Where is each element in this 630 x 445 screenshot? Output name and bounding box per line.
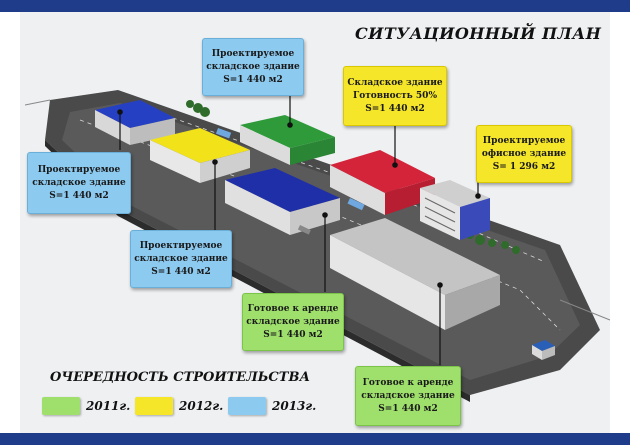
callout-line: Проектируемое [482, 135, 566, 146]
legend-swatch [42, 397, 80, 415]
legend-swatch [135, 397, 173, 415]
legend-title: ОЧЕРЕДНОСТЬ СТРОИТЕЛЬСТВА [50, 370, 311, 385]
callout-line: S=1 440 м2 [223, 74, 283, 85]
callout-line: складское здание [246, 316, 340, 327]
callout-line: S=1 440 м2 [263, 329, 323, 340]
callout-line: S=1 440 м2 [49, 190, 109, 201]
callout-ready-warehouse-center: Готовое к аренде складское здание S=1 44… [242, 293, 344, 351]
callout-line: складское здание [206, 61, 300, 72]
top-band [0, 0, 630, 12]
page-title: СИТУАЦИОННЫЙ ПЛАН [355, 24, 602, 43]
callout-line: Готовность 50% [352, 90, 437, 101]
callout-line: Готовое к аренде [362, 377, 454, 388]
warehouse-blue-center [225, 168, 340, 235]
callout-planned-warehouse-left: Проектируемое складское здание S=1 440 м… [27, 152, 131, 214]
callout-line: складское здание [361, 390, 455, 401]
warehouse-green [240, 115, 335, 165]
callout-line: Проектируемое [211, 48, 295, 59]
callout-line: S=1 440 м2 [378, 403, 438, 414]
callout-line: офисное здание [481, 148, 567, 159]
warehouse-gray [330, 218, 500, 330]
access-road [24, 99, 51, 106]
callout-line: складское здание [32, 177, 126, 188]
office-building [420, 180, 490, 240]
callout-line: S=1 440 м2 [151, 266, 211, 277]
trees [186, 100, 520, 254]
legend-label: 2011г. [86, 399, 131, 413]
callout-line: Проектируемое [139, 240, 223, 251]
callout-line: S=1 440 м2 [365, 103, 425, 114]
warehouse-yellow [150, 128, 250, 183]
callout-warehouse-50-percent: Складское здание Готовность 50% S=1 440 … [343, 66, 447, 126]
legend-item-2012: 2012г. [135, 396, 223, 416]
callout-planned-warehouse-top: Проектируемое складское здание S=1 440 м… [202, 38, 304, 96]
warehouse-blue-top-left [95, 100, 175, 145]
legend-item-2011: 2011г. [42, 396, 130, 416]
trucks [215, 127, 365, 235]
callout-line: складское здание [134, 253, 228, 264]
guard-booth [532, 340, 555, 360]
callout-line: Проектируемое [37, 164, 121, 175]
access-road [559, 299, 611, 321]
callout-line: Готовое к аренде [247, 303, 339, 314]
callout-line: Складское здание [347, 77, 443, 88]
legend-label: 2012г. [179, 399, 224, 413]
legend-item-2013: 2013г. [228, 396, 316, 416]
warehouse-red [330, 150, 435, 215]
bottom-band [0, 433, 630, 445]
legend-swatch [228, 397, 266, 415]
callout-ready-warehouse-bottom: Готовое к аренде складское здание S=1 44… [355, 366, 461, 426]
callout-planned-warehouse-middle: Проектируемое складское здание S=1 440 м… [130, 230, 232, 288]
callout-planned-office: Проектируемое офисное здание S= 1 296 м2 [476, 125, 572, 183]
callout-line: S= 1 296 м2 [492, 161, 556, 172]
legend-label: 2013г. [272, 399, 317, 413]
